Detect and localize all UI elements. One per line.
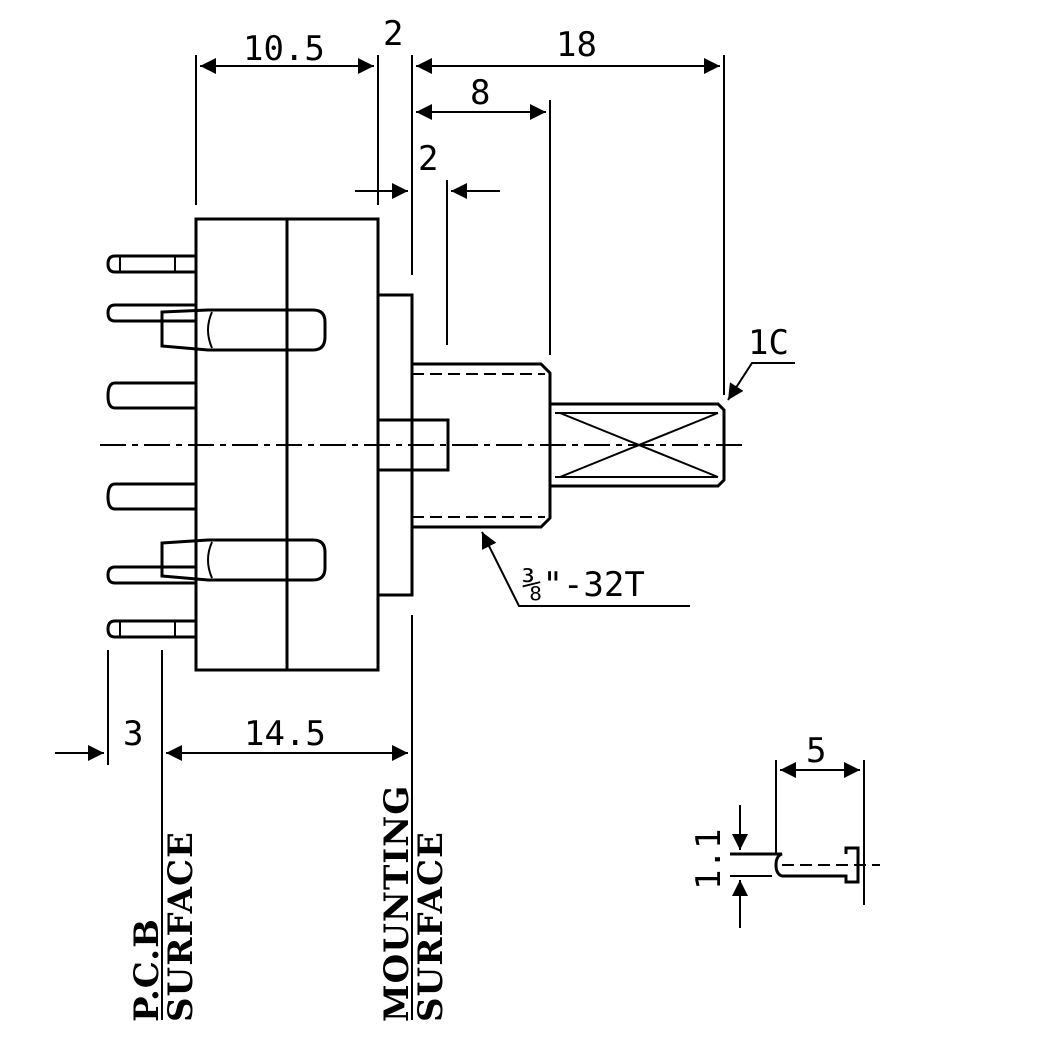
dim-8-text: 8 xyxy=(470,73,490,113)
dim-chamfer-leader xyxy=(727,362,795,401)
dim-gap-text: 2 xyxy=(383,14,403,54)
dim-18-text: 18 xyxy=(556,25,597,65)
dim-3-text: 3 xyxy=(123,714,143,754)
pcb-label-line2: SURFACE xyxy=(161,831,201,1022)
extension-lines xyxy=(107,55,725,1020)
mount-label-line2: SURFACE xyxy=(411,831,451,1022)
dim-thread-text: ⅜"-32T xyxy=(522,565,645,605)
mount-label-line1: MOUNTING xyxy=(377,785,417,1022)
dim-10-5-text: 10.5 xyxy=(243,29,325,69)
dim-offset-text: 2 xyxy=(418,139,438,179)
dim-thread-leader xyxy=(481,531,690,607)
dim-5-text: 5 xyxy=(806,731,826,771)
dim-chamfer-text: 1C xyxy=(748,323,789,363)
pcb-label-line1: P.C.B xyxy=(127,918,167,1022)
terminal-pins xyxy=(106,254,196,639)
dim-1-1-text: 1.1 xyxy=(689,829,729,890)
rotor-contacts xyxy=(160,308,327,582)
terminal-detail xyxy=(730,760,880,928)
dim-14-5-text: 14.5 xyxy=(244,714,326,754)
